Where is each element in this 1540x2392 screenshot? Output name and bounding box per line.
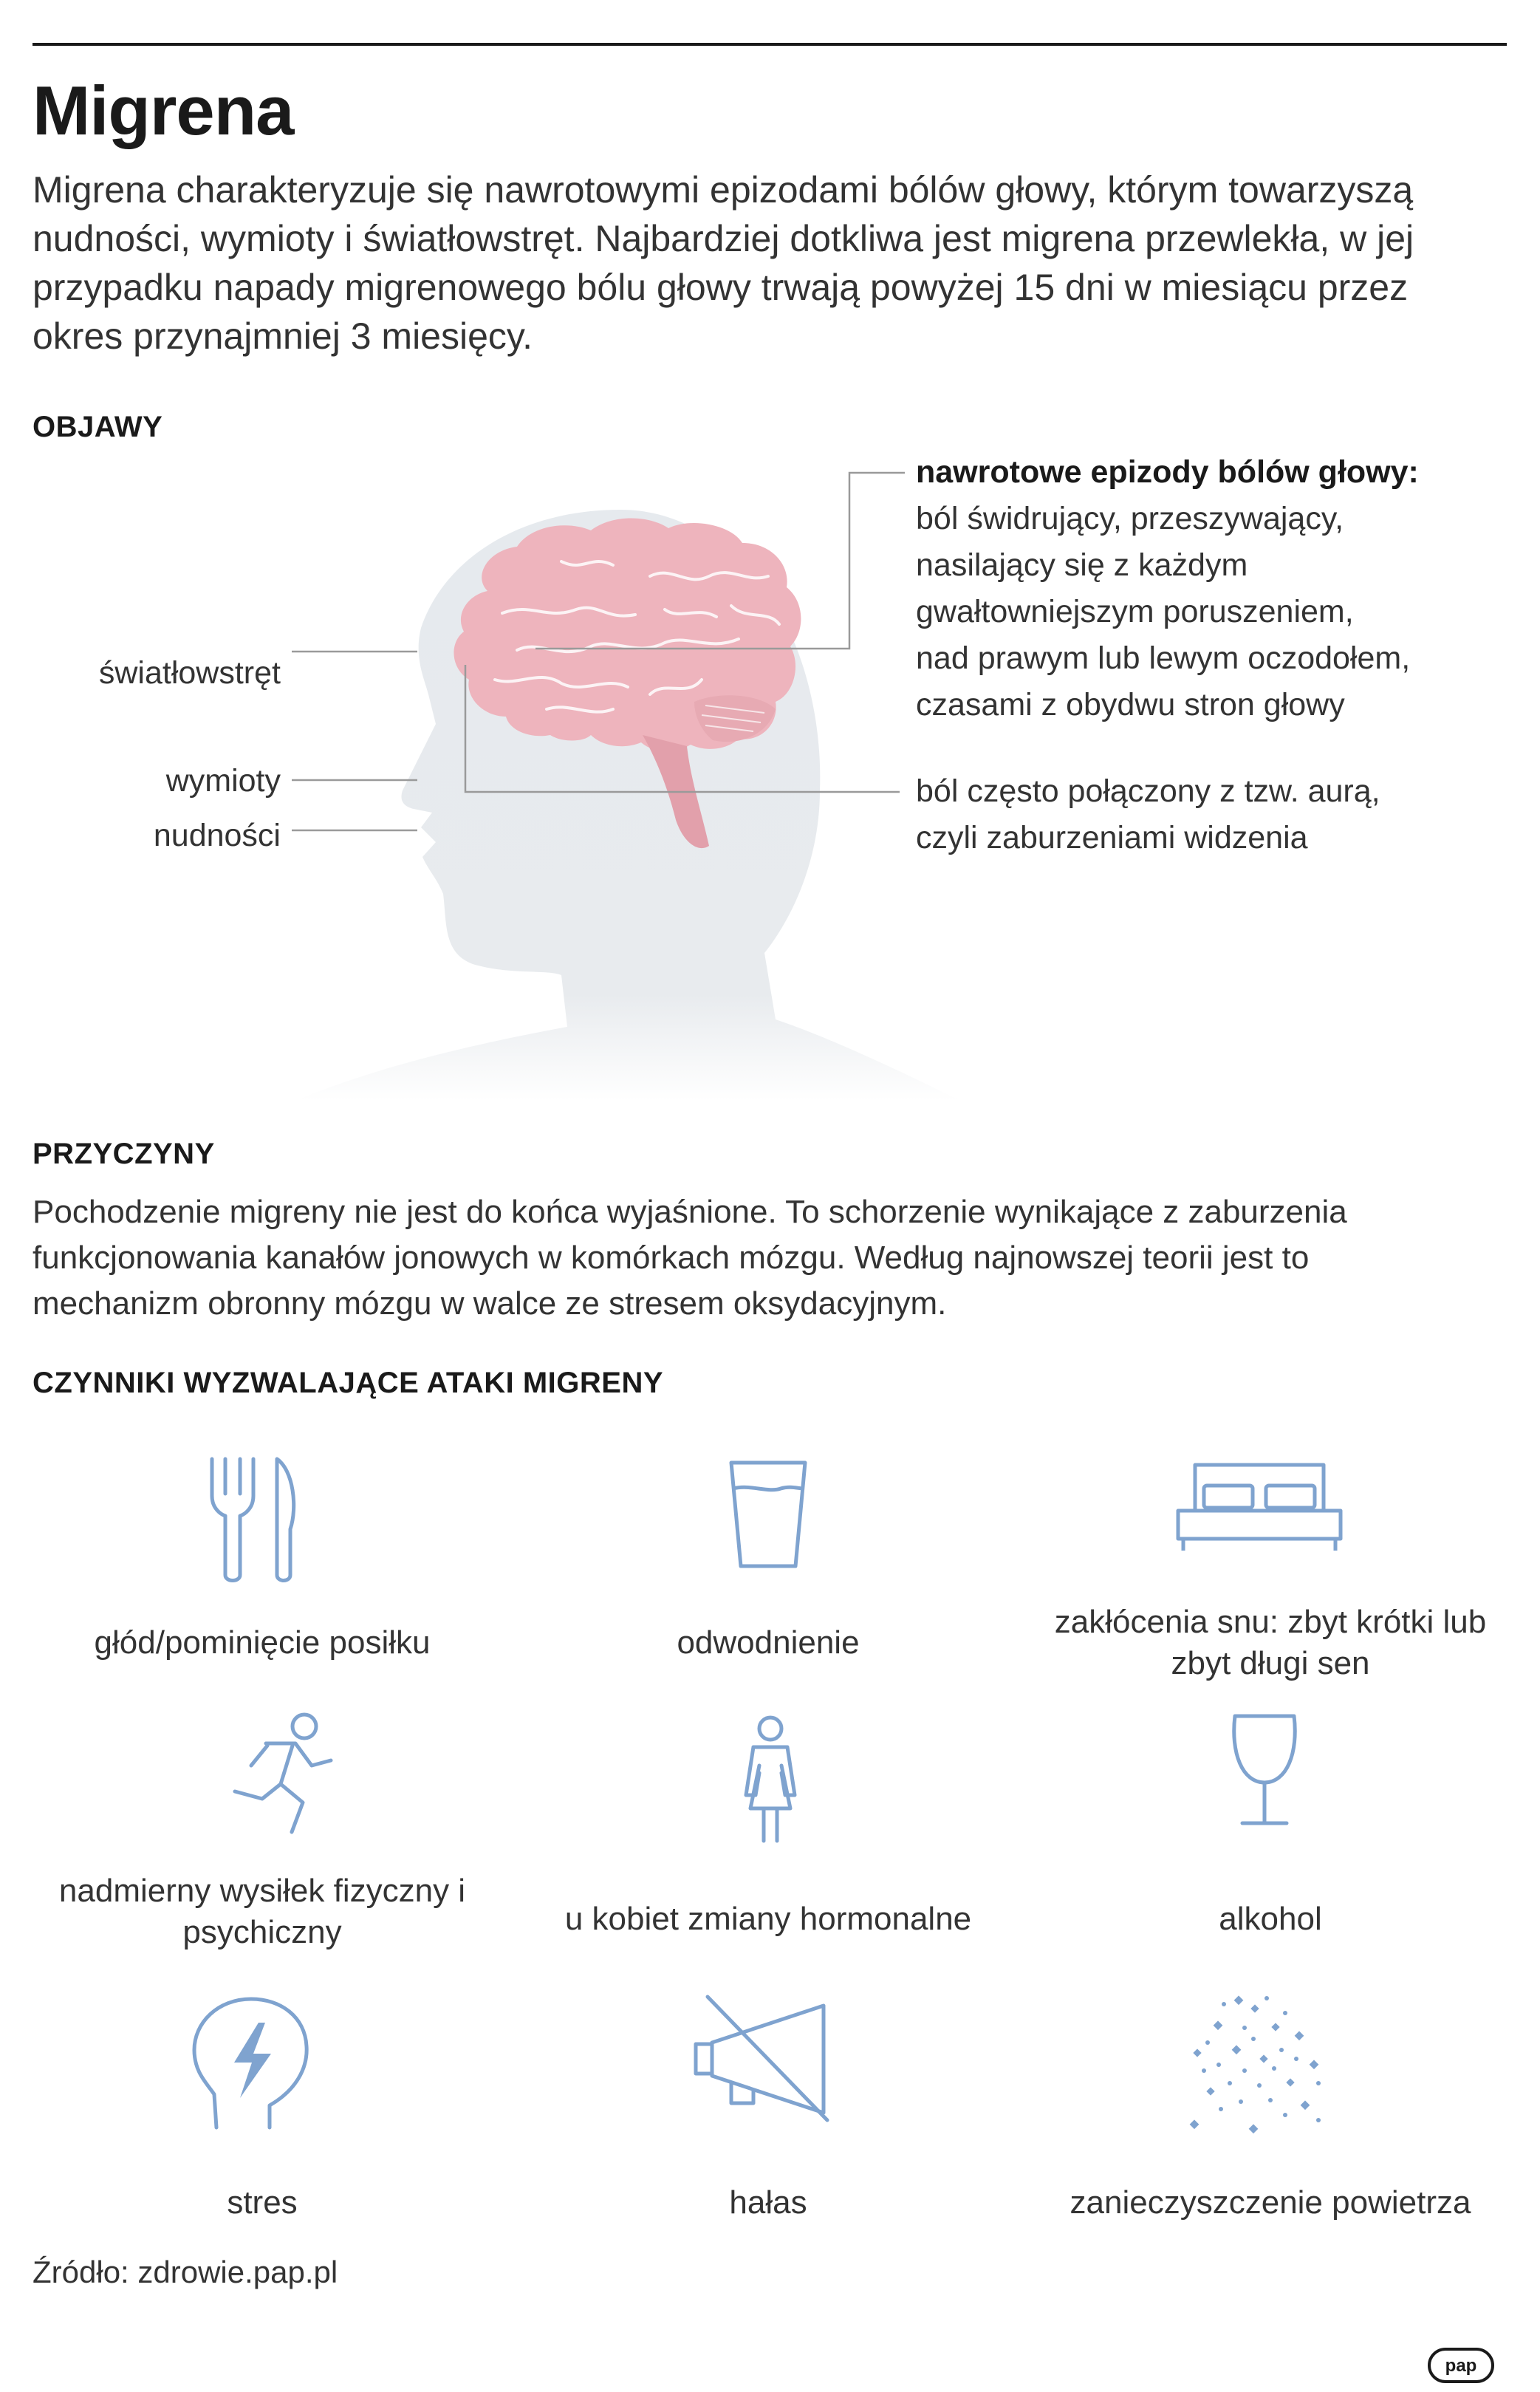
head-brain-illustration (292, 471, 960, 1101)
trigger-label-sleep: zakłócenia snu: zbyt krótki lub zbyt dłu… (1054, 1604, 1487, 1681)
intro-paragraph: Migrena charakteryzuje się nawrotowymi e… (32, 169, 1414, 357)
headache-desc-2: nasilający się z każdym (916, 547, 1248, 583)
aura-desc-1: ból często połączony z tzw. aurą, (916, 773, 1380, 809)
trigger-label-pollution: zanieczyszczenie powietrza (1070, 2184, 1471, 2221)
headache-heading: nawrotowe epizody bólów głowy: (916, 454, 1419, 490)
particles-icon (1189, 1995, 1321, 2134)
symptom-nausea: nudności (153, 818, 281, 853)
headache-desc-1: ból świdrujący, przeszywający, (916, 501, 1344, 536)
trigger-label-alcohol: alkohol (1219, 1901, 1322, 1937)
headache-desc-4: nad prawym lub lewym oczodołem, (916, 640, 1411, 676)
leader-line-aura (464, 665, 900, 793)
source-text: Źródło: zdrowie.pap.pl (32, 2255, 338, 2289)
head-lightning-icon (192, 1997, 309, 2130)
trigger-label-dehydration: odwodnienie (677, 1624, 860, 1661)
bed-icon (1176, 1463, 1343, 1551)
causes-heading: PRZYCZYNY (32, 1138, 215, 1170)
top-rule (32, 43, 1507, 46)
causes-text: Pochodzenie migreny nie jest do końca wy… (32, 1194, 1347, 1322)
symptom-vomiting: wymioty (165, 763, 281, 799)
page-title: Migrena (32, 72, 294, 149)
trigger-label-exertion: nadmierny wysiłek fizyczny i psychiczny (58, 1873, 466, 1950)
glass-water-icon (729, 1460, 807, 1568)
headache-desc-5: czasami z obydwu stron głowy (916, 687, 1345, 722)
wine-glass-icon (1232, 1714, 1297, 1825)
headache-desc-3: gwałtowniejszym poruszeniem, (916, 594, 1354, 629)
triggers-heading: CZYNNIKI WYZWALAJĄCE ATAKI MIGRENY (32, 1367, 664, 1399)
woman-icon (744, 1715, 797, 1843)
leader-line-headache (535, 471, 905, 650)
trigger-label-hunger: głód/pominięcie posiłku (94, 1624, 431, 1661)
pap-logo: pap (1428, 2348, 1494, 2383)
aura-desc-2: czyli zaburzeniami widzenia (916, 820, 1308, 855)
trigger-label-hormonal: u kobiet zmiany hormonalne (564, 1901, 972, 1937)
symptom-photophobia: światłowstręt (98, 655, 281, 691)
trigger-label-stress: stres (227, 2184, 298, 2221)
brain-shape (454, 518, 801, 849)
trigger-label-noise: hałas (729, 2184, 807, 2221)
svg-text:pap: pap (1445, 2356, 1477, 2376)
symptoms-heading: OBJAWY (32, 411, 163, 443)
megaphone-crossed-icon (694, 1995, 829, 2122)
running-person-icon (233, 1712, 333, 1834)
fork-knife-icon (210, 1457, 296, 1582)
